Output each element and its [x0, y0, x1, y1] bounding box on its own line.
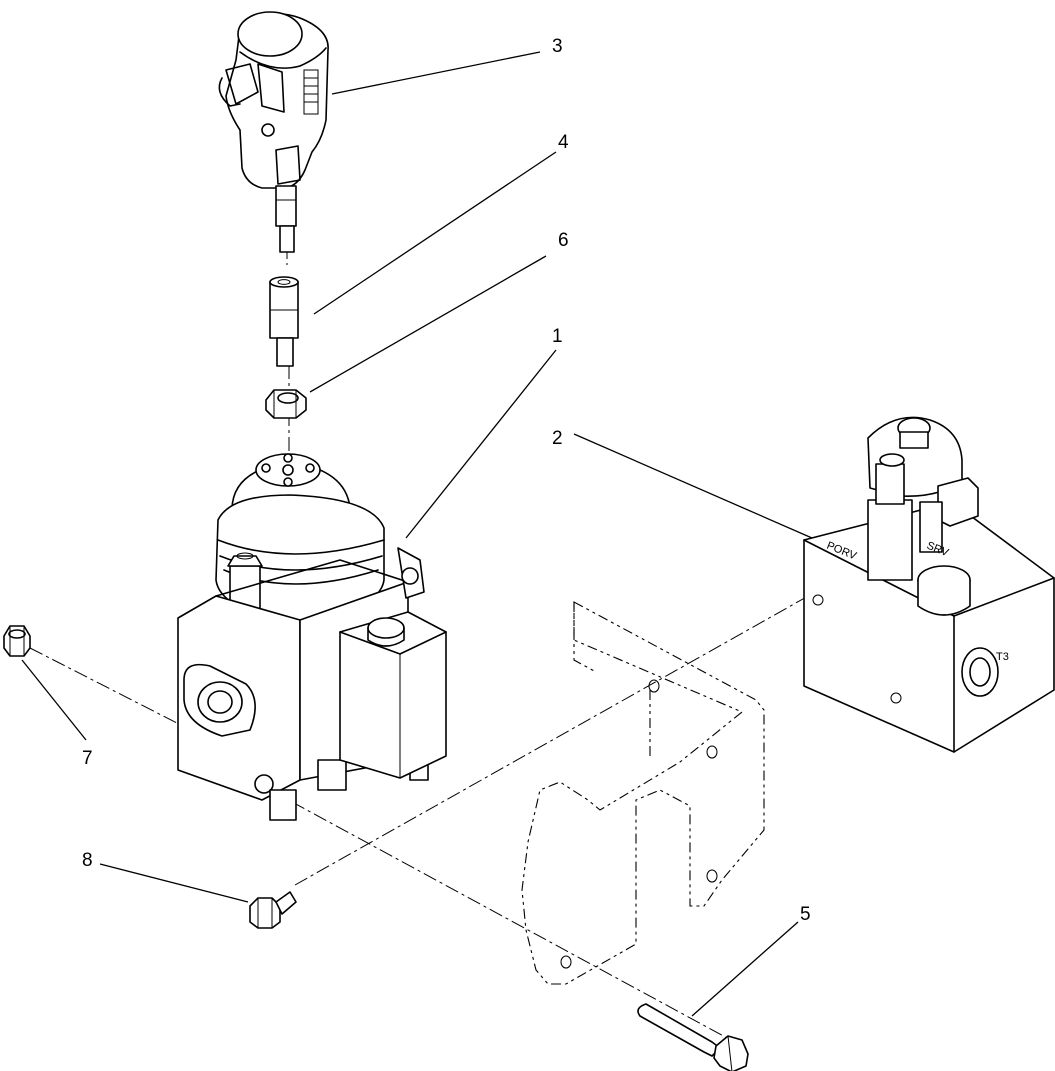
pilot-control-valve	[177, 453, 447, 821]
callout-8: 8	[82, 850, 93, 871]
jam-nut	[265, 389, 307, 419]
joystick-handle	[218, 11, 329, 253]
mounting-bracket-phantom	[521, 601, 765, 985]
callout-4: 4	[558, 132, 569, 153]
long-bolt	[637, 1003, 749, 1071]
hex-nut	[3, 625, 31, 657]
callout-5: 5	[800, 904, 811, 925]
callout-1: 1	[552, 326, 563, 347]
callout-7: 7	[82, 748, 93, 769]
port-label-t3: T3	[996, 651, 1009, 663]
callout-3: 3	[552, 36, 563, 57]
adapter-coupler	[269, 276, 299, 367]
callout-numbers: 3 4 6 1 2 7 8 5	[82, 36, 811, 925]
callout-6: 6	[558, 230, 569, 251]
callout-leaders	[21, 51, 813, 1017]
callout-2: 2	[552, 428, 563, 449]
short-bolt	[249, 891, 297, 929]
hydraulic-manifold: T3 PORV SRV	[803, 416, 1055, 753]
